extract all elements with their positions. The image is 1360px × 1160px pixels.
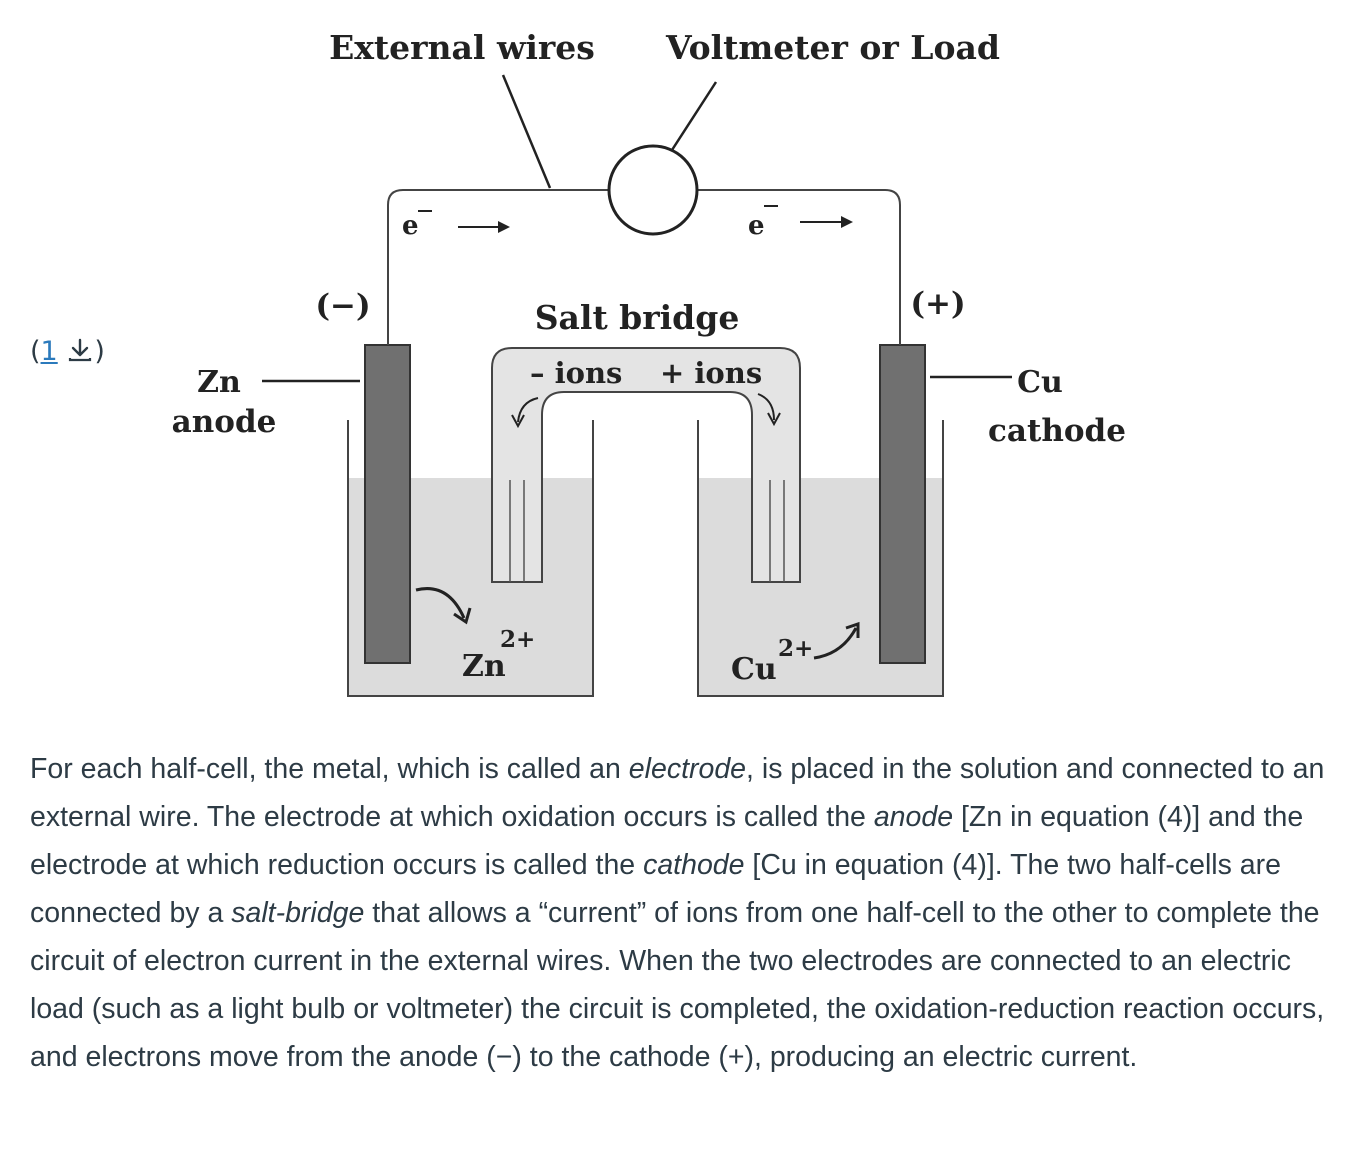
term-cathode: cathode: [643, 849, 745, 881]
anode-label: anode: [172, 404, 277, 440]
load-leader-line: [670, 81, 718, 151]
electron-label-right: e: [748, 211, 765, 241]
footnote-link[interactable]: 1: [40, 336, 58, 367]
salt-bridge-tube: [491, 347, 801, 583]
voltmeter-load-label: Voltmeter or Load: [665, 28, 1000, 67]
electron-flow-arrow-left: [458, 221, 510, 233]
paragraph-text: For each half-cell, the metal, which is …: [30, 753, 629, 785]
copper-electrode: [879, 344, 926, 664]
external-wire-left: [387, 189, 610, 345]
wires-leader-line: [501, 74, 552, 189]
copper-ion-arrowhead: [845, 621, 860, 638]
copper-ion-charge: 2+: [778, 635, 813, 662]
electron-label-left: e: [402, 211, 419, 241]
electron-flow-arrow-right: [800, 216, 853, 228]
footnote-close-paren: ): [94, 336, 105, 367]
copper-ion-arrow: [813, 627, 858, 660]
zinc-electrode: [364, 344, 411, 664]
negative-ion-arrowhead: [511, 414, 525, 429]
cathode-label: cathode: [988, 413, 1126, 449]
footnote-open-paren: (: [30, 336, 41, 367]
download-arrow-icon[interactable]: [66, 337, 94, 363]
cathode-metal-label: Cu: [1017, 365, 1063, 400]
voltmeter-circle: [607, 144, 699, 236]
negative-ions-label: – ions: [530, 356, 622, 390]
zinc-ion-arrow: [415, 587, 466, 619]
positive-ion-arrowhead: [767, 412, 781, 427]
positive-ions-label: + ions: [660, 356, 762, 390]
term-anode: anode: [873, 801, 954, 833]
negative-terminal-label: (−): [315, 288, 370, 324]
paragraph-text: that allows a “current” of ions from one…: [30, 897, 1325, 1073]
positive-terminal-label: (+): [910, 286, 965, 322]
term-salt-bridge: salt-bridge: [231, 897, 365, 929]
zinc-ion-label: Zn: [462, 649, 506, 684]
footnote-reference: (1 ): [30, 336, 105, 367]
copper-ion-label: Cu: [731, 652, 777, 687]
galvanic-cell-diagram: External wires Voltmeter or Load e e (−)…: [160, 10, 1160, 720]
paragraph-text: , is placed in the solution and connecte…: [30, 753, 1325, 833]
external-wires-label: External wires: [329, 28, 595, 67]
right-beaker: [697, 420, 944, 697]
left-beaker: [347, 420, 594, 697]
salt-bridge-label: Salt bridge: [535, 298, 740, 337]
anode-metal-label: Zn: [197, 365, 241, 400]
paragraph-text: [Cu in equation (4)]. The two half-cells…: [30, 849, 1281, 929]
negative-ion-arrow: [517, 397, 539, 423]
zinc-ion-arrowhead: [453, 607, 472, 625]
paragraph-text: [Zn in equation (4)] and the electrode a…: [30, 801, 1304, 881]
explanation-paragraph: For each half-cell, the metal, which is …: [30, 745, 1330, 1081]
term-electrode: electrode: [628, 753, 747, 785]
zinc-ion-charge: 2+: [500, 626, 535, 653]
positive-ion-arrow: [757, 393, 775, 421]
external-wire-right: [698, 189, 901, 345]
